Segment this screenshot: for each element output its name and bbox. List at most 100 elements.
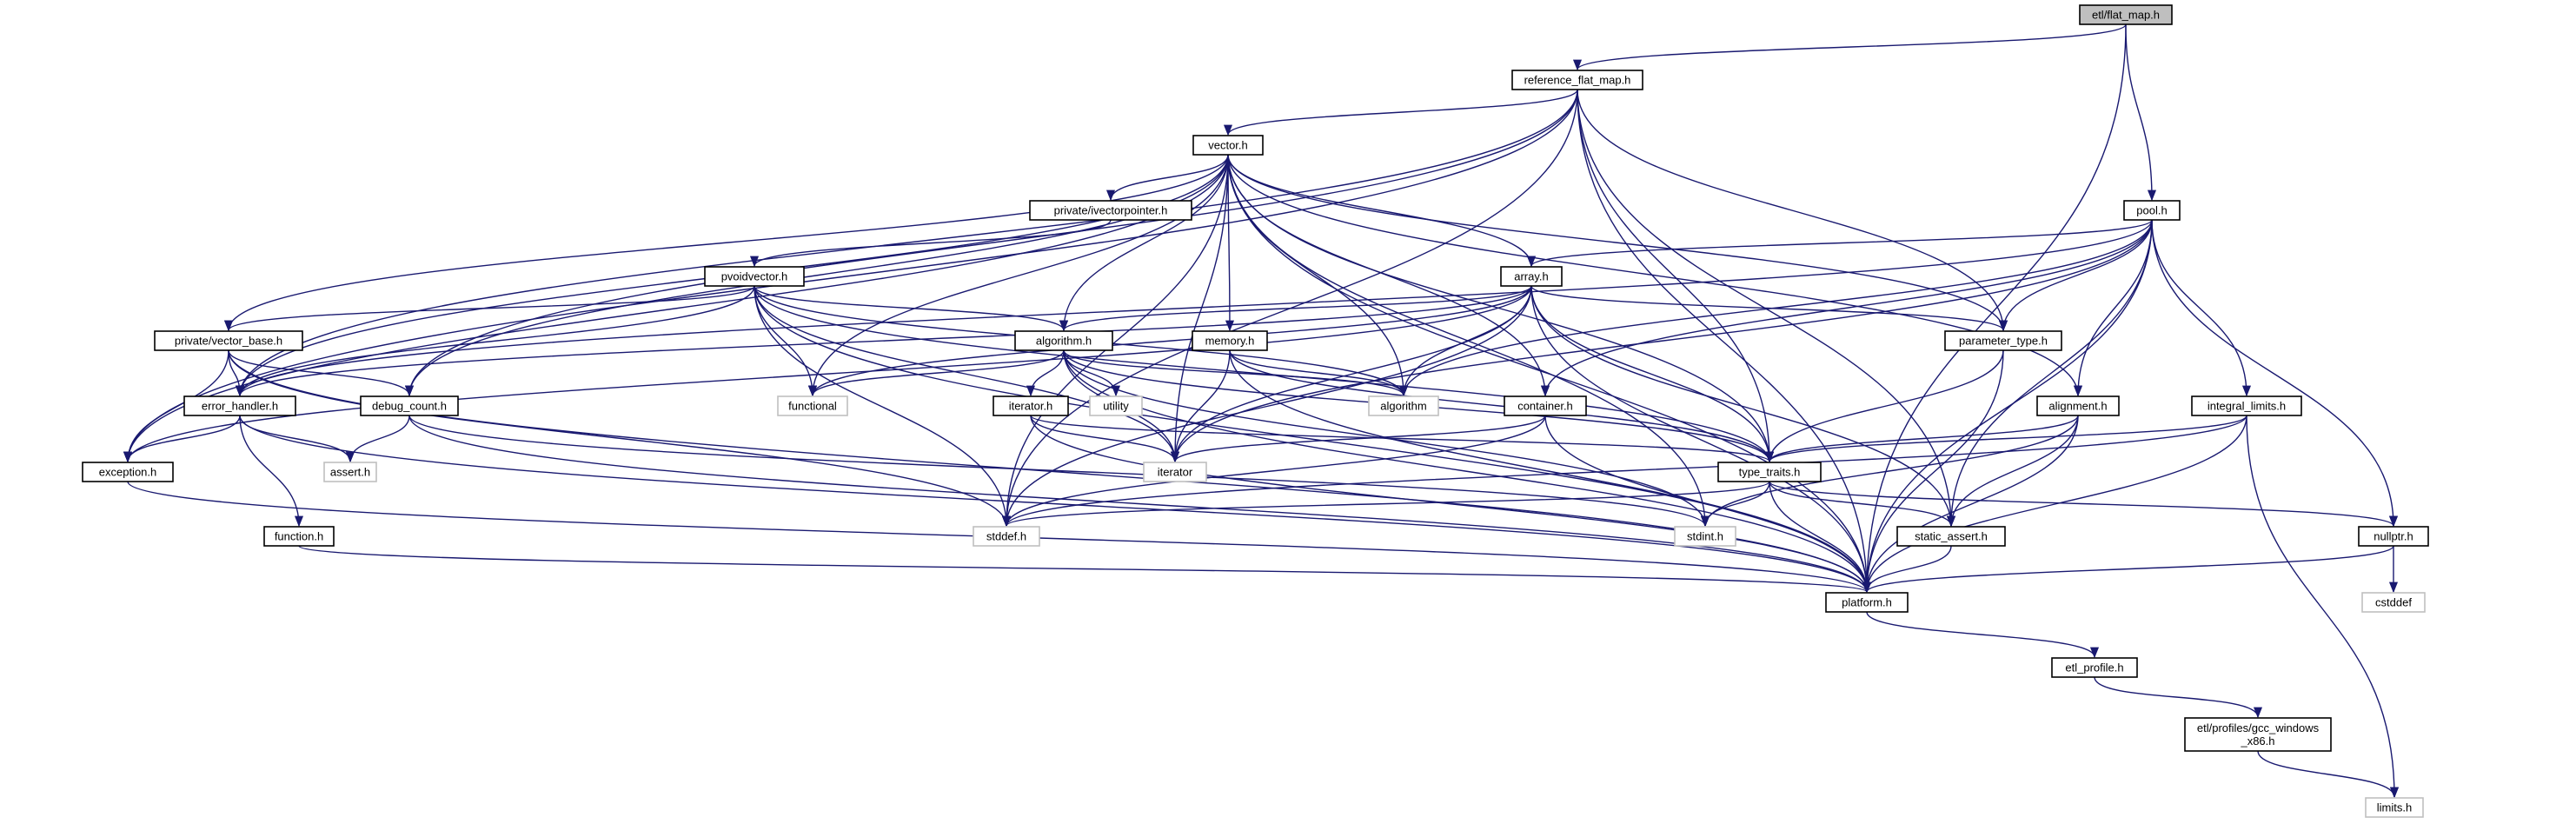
node-integral-limits[interactable]: integral_limits.h <box>2191 395 2302 416</box>
edge-vector-to-memory <box>1225 154 1235 332</box>
node-static-assert[interactable]: static_assert.h <box>1896 526 2006 547</box>
edge-type_traits-to-static_assert <box>1769 481 1955 528</box>
node-assert: assert.h <box>323 462 377 482</box>
edge-pool-to-integral_limits <box>2151 219 2252 397</box>
header-nodes: etl/flat_map.h reference_flat_map.hvector… <box>82 4 2429 818</box>
node-label: debug_count.h <box>372 400 447 413</box>
node-cstddef: cstddef <box>2361 592 2426 613</box>
node-label: type_traits.h <box>1739 466 1801 479</box>
node-label: private/ivectorpointer.h <box>1054 204 1168 217</box>
node-box <box>1014 330 1113 351</box>
node-function[interactable]: function.h <box>263 526 335 547</box>
edge-pvoidvector-to-iterator <box>754 285 1179 463</box>
node-stdint: stdint.h <box>1674 526 1736 547</box>
node-box <box>973 526 1040 547</box>
node-label: platform.h <box>1842 596 1892 609</box>
edge-iterator_h-to-iterator <box>1030 415 1179 463</box>
edge-error_handler-to-assert <box>239 415 355 463</box>
edge-vector-to-stddef <box>1001 154 1229 528</box>
node-pvoidvector[interactable]: pvoidvector.h <box>704 266 805 287</box>
edge-pool-to-iterator <box>1171 219 2153 463</box>
node-box <box>2123 200 2181 221</box>
node-etl-profile[interactable]: etl_profile.h <box>2051 657 2138 678</box>
node-box <box>1029 200 1192 221</box>
edge-type_traits-to-stddef <box>1002 481 1770 528</box>
node-array[interactable]: array.h <box>1500 266 1563 287</box>
edge-flat_map-to-ref_flat_map <box>1573 23 2127 71</box>
node-box <box>183 395 296 416</box>
node-gcc-windows[interactable]: etl/profiles/gcc_windows_x86.h <box>2184 717 2332 752</box>
edge-debug_count-to-stdint <box>408 415 1710 528</box>
edge-vector_base-to-debug_count <box>228 349 414 397</box>
node-label: alignment.h <box>2048 400 2107 413</box>
node-label: pvoidvector.h <box>721 270 788 283</box>
node-label: limits.h <box>2377 801 2412 814</box>
edge-array-to-functional <box>808 285 1532 397</box>
edge-error_handler-to-function <box>239 415 304 528</box>
edge-pool-to-platform <box>1862 219 2153 594</box>
node-container[interactable]: container.h <box>1504 395 1587 416</box>
node-ivectorpointer[interactable]: private/ivectorpointer.h <box>1029 200 1192 221</box>
node-box <box>1192 135 1264 156</box>
node-memory[interactable]: memory.h <box>1192 330 1268 351</box>
node-box <box>2361 592 2426 613</box>
node-error-handler[interactable]: error_handler.h <box>183 395 296 416</box>
edge-vector-to-vector_base <box>224 154 1229 332</box>
node-limits: limits.h <box>2365 797 2424 818</box>
node-platform[interactable]: platform.h <box>1825 592 1909 613</box>
node-label: integral_limits.h <box>2208 400 2286 413</box>
node-box <box>1511 70 1643 90</box>
node-type-traits[interactable]: type_traits.h <box>1717 462 1822 482</box>
node-ref-flat-map[interactable]: reference_flat_map.h <box>1511 70 1643 90</box>
edge-flat_map-to-platform <box>1862 23 2127 594</box>
node-exception[interactable]: exception.h <box>82 462 174 482</box>
edge-vector_base-to-exception <box>123 349 229 463</box>
node-label: cstddef <box>2375 596 2412 609</box>
node-box <box>777 395 848 416</box>
edge-integral_limits-to-limits <box>2246 415 2400 799</box>
node-label: array.h <box>1514 270 1549 283</box>
edge-pvoidvector-to-functional <box>754 285 818 397</box>
node-iterator-h[interactable]: iterator.h <box>993 395 1069 416</box>
node-box <box>1500 266 1563 287</box>
node-iterator: iterator <box>1143 462 1207 482</box>
edge-debug_count-to-assert <box>345 415 410 463</box>
edge-container-to-platform <box>1544 415 1871 594</box>
edge-nullptr-to-platform <box>1862 545 2394 594</box>
dependency-edges <box>123 23 2400 799</box>
node-box <box>1717 462 1822 482</box>
edge-array-to-type_traits <box>1530 285 1775 463</box>
node-algorithm-h[interactable]: algorithm.h <box>1014 330 1113 351</box>
edge-pool-to-container <box>1541 219 2153 397</box>
node-nullptr[interactable]: nullptr.h <box>2358 526 2429 547</box>
node-debug-count[interactable]: debug_count.h <box>360 395 459 416</box>
node-alignment[interactable]: alignment.h <box>2036 395 2120 416</box>
node-label: etl_profile.h <box>2065 661 2123 674</box>
edge-array-to-static_assert <box>1530 285 1956 528</box>
node-box <box>1825 592 1909 613</box>
node-box <box>1089 395 1143 416</box>
edge-type_traits-to-platform <box>1769 481 1872 594</box>
node-box <box>2365 797 2424 818</box>
node-label: static_assert.h <box>1915 530 1988 543</box>
node-label: stdint.h <box>1687 530 1723 543</box>
node-box <box>2036 395 2120 416</box>
node-vector-base[interactable]: private/vector_base.h <box>154 330 303 351</box>
node-label: private/vector_base.h <box>175 335 282 348</box>
edge-memory-to-iterator <box>1170 349 1231 463</box>
node-label: pool.h <box>2136 204 2167 217</box>
node-pool[interactable]: pool.h <box>2123 200 2181 221</box>
node-label: error_handler.h <box>202 400 278 413</box>
edge-memory-to-type_traits <box>1229 349 1774 463</box>
node-flat-map[interactable]: etl/flat_map.h <box>2079 4 2173 25</box>
node-box <box>2191 395 2302 416</box>
node-vector[interactable]: vector.h <box>1192 135 1264 156</box>
node-parameter-type[interactable]: parameter_type.h <box>1944 330 2062 351</box>
edge-pvoidvector-to-algorithm_h <box>754 285 1068 332</box>
edge-type_traits-to-nullptr <box>1769 481 2398 528</box>
edge-integral_limits-to-stddef <box>1002 415 2247 528</box>
edge-flat_map-to-pool <box>2125 23 2157 202</box>
edge-etl_profile-to-gcc_windows <box>2094 676 2262 719</box>
edge-pvoidvector-to-vector_base <box>224 285 755 332</box>
